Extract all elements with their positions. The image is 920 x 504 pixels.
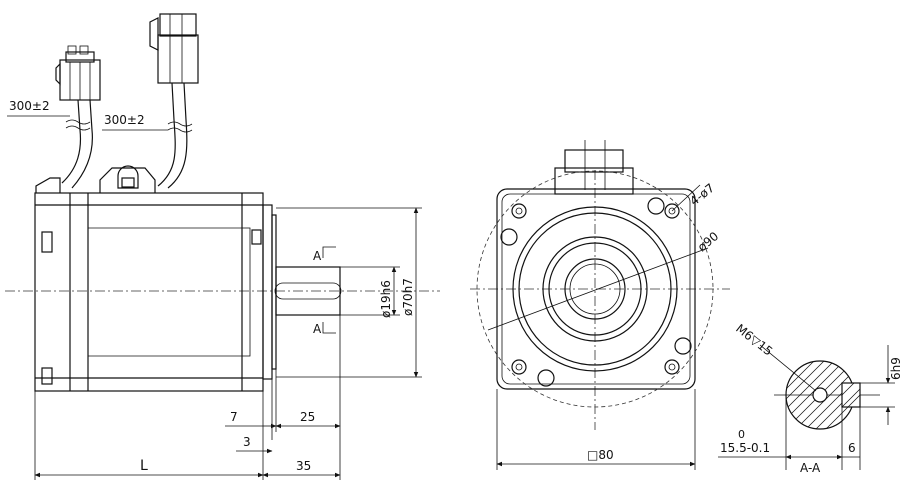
- cable-length-left: 300±2: [9, 99, 50, 113]
- shaft-diameter-label: ø19h6: [379, 280, 393, 318]
- cable-length-right: 300±2: [104, 113, 145, 127]
- lock-body: [121, 177, 135, 188]
- shaft-inner: [569, 263, 621, 315]
- key: [841, 382, 861, 408]
- shaft: [275, 266, 341, 316]
- break-mark: [65, 119, 91, 131]
- section-marker-top: A: [313, 249, 322, 263]
- pcd-leader: [487, 247, 709, 331]
- dim-7: 7: [230, 410, 238, 424]
- dim-3: 3: [243, 435, 251, 449]
- pilot-diameter-label: ø70h7: [401, 278, 415, 316]
- ring: [518, 212, 672, 366]
- power-cable: [61, 99, 82, 184]
- motor-body: [34, 192, 264, 392]
- encoder-connector: [149, 13, 199, 84]
- key-depth-label: 15.5-0.1: [720, 441, 770, 455]
- ring: [542, 236, 648, 342]
- ring: [548, 242, 642, 336]
- section-arrow-top: [322, 246, 336, 258]
- cable-gland: [35, 177, 61, 193]
- encoder-block: [99, 167, 156, 193]
- encoder-cable: [157, 82, 176, 187]
- break-mark: [167, 121, 193, 133]
- flange-width-label: □80: [587, 448, 614, 462]
- front-view: 4-ø7 ø90 □80: [470, 140, 730, 470]
- key-dim-label: 6: [848, 441, 856, 455]
- fin-slot: [241, 227, 251, 357]
- flange-square: [496, 188, 696, 390]
- power-connector: [55, 45, 101, 101]
- tapped-hole: [812, 387, 828, 403]
- bolt-holes: [500, 197, 692, 387]
- thread-leader: [759, 344, 817, 392]
- power-cable: [71, 99, 93, 189]
- side-view: 300±2 300±2 A A ø19h6 ø70h7 7 25 3 L: [5, 13, 440, 480]
- body-notch: [41, 367, 53, 385]
- pcd-circle: [476, 170, 714, 408]
- front-connector-top: [564, 149, 624, 173]
- key-depth-tol: 0: [738, 428, 745, 441]
- shaft-end: [564, 258, 626, 320]
- flange-plate: [262, 204, 273, 380]
- thread-label: M6▽15: [733, 321, 775, 358]
- section-label: A-A: [800, 461, 821, 475]
- holes-leader: [671, 184, 701, 212]
- section-view: M6▽15 6h9 0 15.5-0.1 A-A 6: [718, 321, 903, 475]
- section-arrow-bottom: [322, 322, 336, 334]
- holes-label: 4-ø7: [687, 181, 717, 209]
- key-tab: [251, 229, 262, 245]
- section-marker-bottom: A: [313, 322, 322, 336]
- flange-inner: [501, 193, 691, 385]
- dim-35: 35: [296, 459, 311, 473]
- ring-outer: [512, 206, 678, 372]
- key-width-label: 6h9: [889, 357, 903, 380]
- dim-L: L: [140, 458, 148, 474]
- body-notch: [41, 231, 53, 253]
- encoder-cable: [167, 82, 188, 189]
- encoder-lock-icon: [117, 165, 139, 189]
- shaft-keyway: [274, 282, 342, 300]
- dim-25: 25: [300, 410, 315, 424]
